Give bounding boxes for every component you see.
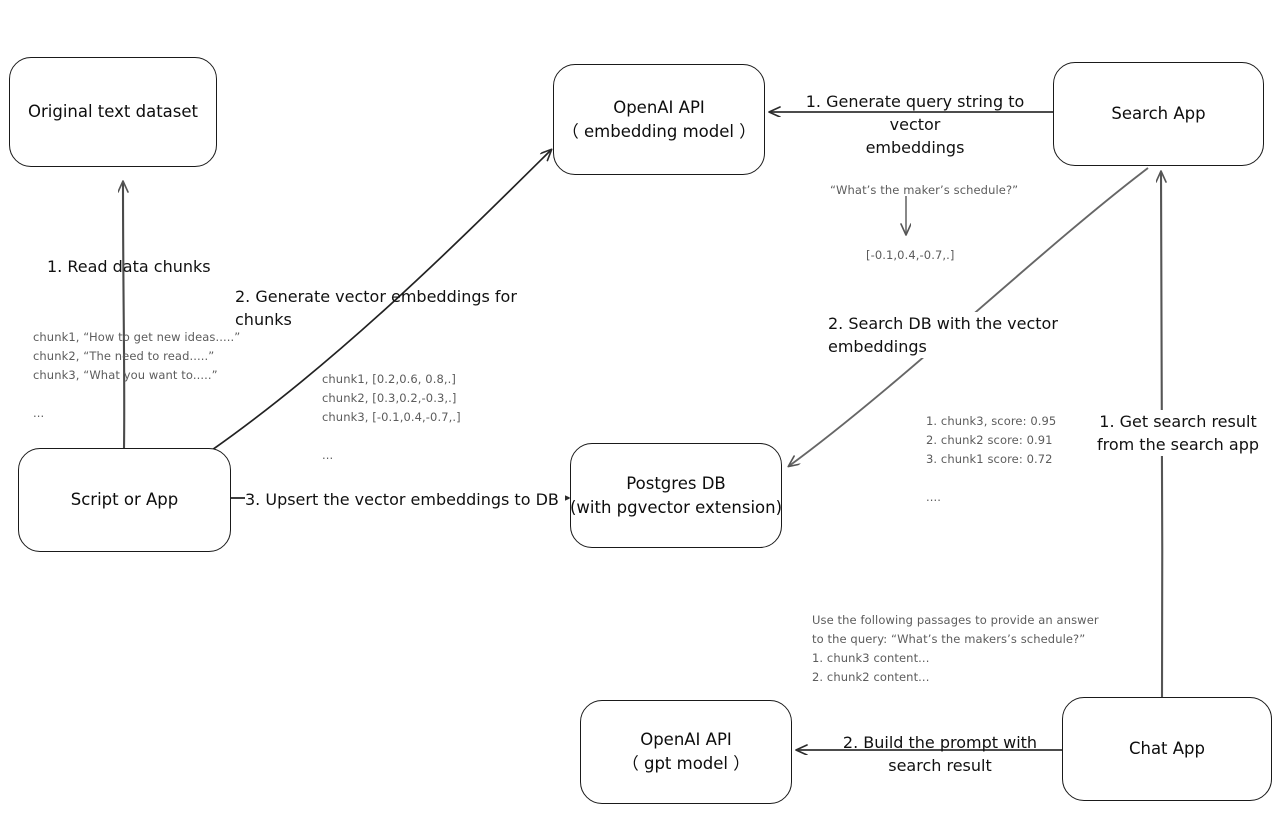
node-openai-api-embedding-model[interactable]: OpenAI API （ embedding model ）: [553, 64, 765, 175]
edge-label-generate-query-embedding: 1. Generate query string to vector embed…: [805, 92, 1025, 158]
note-prompt-text: Use the following passages to provide an…: [812, 613, 1099, 684]
node-chat-app[interactable]: Chat App: [1062, 697, 1272, 801]
node-postgres-db[interactable]: Postgres DB (with pgvector extension): [570, 443, 782, 548]
node-label-line1: OpenAI API: [613, 97, 705, 117]
node-label-line1: Postgres DB: [626, 473, 726, 493]
node-label-line1: OpenAI API: [640, 730, 732, 750]
edge-label-get-search-result: 1. Get search result from the search app: [1088, 410, 1268, 457]
edge-generate-vector-embeddings: [211, 150, 551, 451]
node-label: Script or App: [70, 490, 179, 510]
node-label-line2: （ embedding model ）: [562, 121, 756, 141]
edge-label-read-data-chunks: 1. Read data chunks: [47, 257, 211, 276]
edge-label-build-prompt: 2. Build the prompt with search result: [842, 733, 1038, 776]
edge-label-upsert-to-db: 3. Upsert the vector embeddings to DB: [245, 488, 565, 512]
note-query-vector: [-0.1,0.4,-0.7,.]: [866, 248, 955, 262]
edge-label-generate-vector-embeddings: 2. Generate vector embeddings for chunks: [235, 287, 517, 330]
node-label: Chat App: [1128, 739, 1206, 759]
node-label: Original text dataset: [27, 102, 198, 122]
node-script-or-app[interactable]: Script or App: [18, 448, 231, 552]
node-label-line2: （ gpt model ）: [622, 754, 750, 773]
note-search-results: 1. chunk3, score: 0.95 2. chunk2 score: …: [926, 414, 1057, 504]
note-query-string: “What’s the maker’s schedule?”: [830, 183, 1019, 197]
edge-read-data-chunks: [123, 182, 124, 449]
edge-label-search-db: 2. Search DB with the vector embeddings: [828, 312, 1158, 359]
node-search-app[interactable]: Search App: [1053, 62, 1264, 166]
node-label-line2: (with pgvector extension): [569, 497, 783, 517]
note-chunks-text: chunk1, “How to get new ideas.....” chun…: [33, 330, 241, 420]
note-chunk-vectors: chunk1, [0.2,0.6, 0.8,.] chunk2, [0.3,0.…: [322, 372, 461, 462]
node-original-text-dataset[interactable]: Original text dataset: [9, 57, 217, 167]
node-openai-api-gpt-model[interactable]: OpenAI API （ gpt model ）: [580, 700, 792, 804]
node-label: Search App: [1111, 104, 1206, 124]
